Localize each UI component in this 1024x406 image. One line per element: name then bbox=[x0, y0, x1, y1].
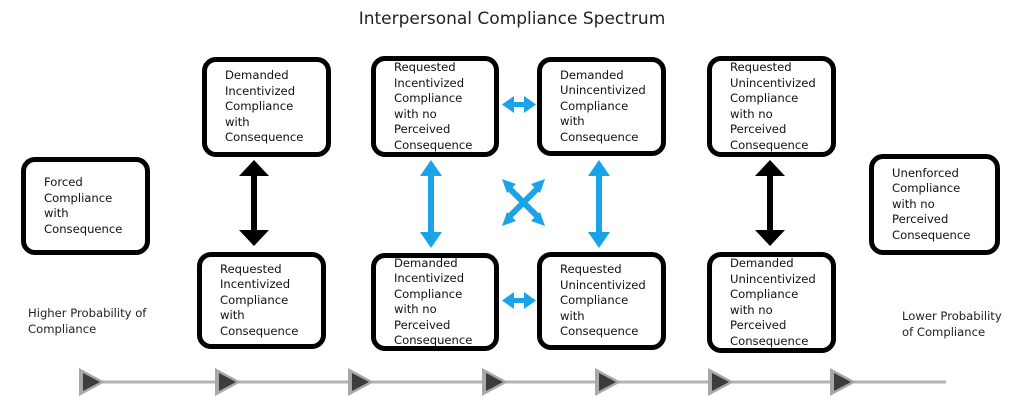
blue-double-arrow-vertical-left bbox=[420, 160, 442, 248]
blue-cross-arrows bbox=[502, 179, 545, 226]
higher-probability-label: Higher Probability of Compliance bbox=[28, 306, 147, 336]
lower-probability-label: Lower Probability of Compliance bbox=[902, 309, 1002, 339]
blue-double-arrow-vertical-right bbox=[588, 160, 610, 248]
box-requested-incentivized-text: Requested Incentivized Compliance with C… bbox=[220, 261, 299, 338]
box-demanded-unincentivized-text: Demanded Unincentivized Compliance with … bbox=[560, 67, 646, 144]
box-requested-unincentivized-text: Requested Unincentivized Compliance with… bbox=[560, 262, 646, 339]
timeline-marker bbox=[595, 368, 621, 396]
box-requested-incentivized: Requested Incentivized Compliance with C… bbox=[197, 252, 326, 349]
timeline-marker bbox=[482, 368, 508, 396]
box-demanded-unincentivized-no-consequence-text: Demanded Unincentivized Compliance with … bbox=[730, 256, 816, 348]
timeline-marker bbox=[830, 368, 856, 396]
box-demanded-incentivized-no-consequence: Demanded Incentivized Compliance with no… bbox=[371, 253, 499, 351]
timeline-marker bbox=[215, 368, 241, 396]
box-requested-unincentivized: Requested Unincentivized Compliance with… bbox=[537, 252, 666, 350]
box-demanded-incentivized-text: Demanded Incentivized Compliance with Co… bbox=[225, 68, 304, 145]
black-double-arrow-right bbox=[755, 160, 785, 246]
diagram-title: Interpersonal Compliance Spectrum bbox=[358, 9, 666, 29]
timeline-markers bbox=[79, 368, 856, 396]
timeline-marker bbox=[348, 368, 374, 396]
box-requested-incentivized-no-consequence: Requested Incentivized Compliance with n… bbox=[371, 56, 499, 157]
box-demanded-unincentivized: Demanded Unincentivized Compliance with … bbox=[537, 57, 666, 156]
box-requested-unincentivized-no-consequence: Requested Unincentivized Compliance with… bbox=[707, 56, 836, 157]
blue-double-arrow-horizontal-top bbox=[502, 96, 536, 113]
box-forced-text: Forced Compliance with Consequence bbox=[44, 175, 123, 236]
box-unenforced-text: Unenforced Compliance with no Perceived … bbox=[892, 165, 971, 242]
black-double-arrow-left bbox=[239, 160, 269, 246]
box-demanded-incentivized: Demanded Incentivized Compliance with Co… bbox=[202, 57, 331, 157]
box-requested-unincentivized-no-consequence-text: Requested Unincentivized Compliance with… bbox=[730, 60, 816, 152]
box-requested-incentivized-no-consequence-text: Requested Incentivized Compliance with n… bbox=[394, 60, 473, 152]
timeline-marker bbox=[79, 368, 105, 396]
blue-double-arrow-horizontal-bottom bbox=[502, 292, 536, 309]
box-demanded-unincentivized-no-consequence: Demanded Unincentivized Compliance with … bbox=[707, 252, 836, 353]
timeline-marker bbox=[708, 368, 734, 396]
box-forced: Forced Compliance with Consequence bbox=[21, 157, 150, 255]
box-unenforced: Unenforced Compliance with no Perceived … bbox=[869, 154, 1000, 255]
box-demanded-incentivized-no-consequence-text: Demanded Incentivized Compliance with no… bbox=[394, 255, 473, 348]
